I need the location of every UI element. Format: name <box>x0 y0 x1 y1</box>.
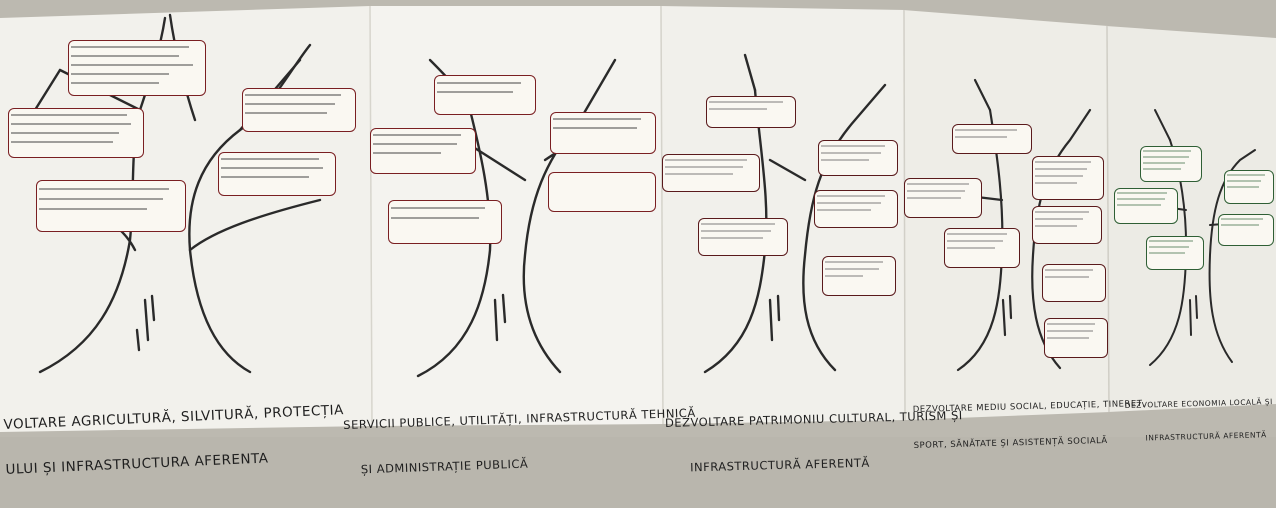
card-tree3-d <box>814 190 898 228</box>
card-tree4-e <box>944 228 1020 268</box>
poster-title-public-services-line2: ȘI ADMINISTRAȚIE PUBLICĂ <box>360 456 529 477</box>
card-tree4-a <box>952 124 1032 154</box>
card-tree4-g <box>1044 318 1108 358</box>
poster-title-social: DEZVOLTARE MEDIU SOCIAL, EDUCAȚIE, TINER… <box>912 374 1147 476</box>
card-tree4-c <box>1032 156 1104 200</box>
photo-scene: VOLTARE AGRICULTURĂ, SILVITURĂ, PROTECȚI… <box>0 5 1276 478</box>
card-tree1-e <box>36 180 186 232</box>
poster-title-economy: DEZVOLTARE ECONOMIA LOCALĂ ȘI INFRASTRUC… <box>1124 374 1274 466</box>
card-tree3-a <box>706 96 796 128</box>
card-tree1-b <box>8 108 144 158</box>
card-tree4-d <box>1032 206 1102 244</box>
card-tree3-b <box>662 154 760 192</box>
card-tree2-d <box>548 172 656 212</box>
poster-title-agriculture: VOLTARE AGRICULTURĂ, SILVITURĂ, PROTECȚI… <box>2 373 347 508</box>
poster-title-public-services-line1: SERVICII PUBLICE, UTILITĂȚI, INFRASTRUCT… <box>343 405 696 432</box>
card-tree1-a <box>68 40 206 96</box>
poster-title-agriculture-line2: ULUI ȘI INFRASTRUCTURA AFERENTA <box>5 450 269 478</box>
paper-sheet-5 <box>1106 26 1276 412</box>
card-tree3-f <box>822 256 896 296</box>
poster-title-social-line1: DEZVOLTARE MEDIU SOCIAL, EDUCAȚIE, TINER… <box>912 398 1146 415</box>
poster-title-economy-line1: DEZVOLTARE ECONOMIA LOCALĂ ȘI <box>1124 397 1273 410</box>
card-tree1-c <box>242 88 356 132</box>
card-tree1-d <box>218 152 336 196</box>
paper-sheet-4 <box>903 10 1110 420</box>
card-tree2-c <box>550 112 656 154</box>
card-tree4-f <box>1042 264 1106 302</box>
card-tree5-c <box>1224 170 1274 204</box>
card-tree2-e <box>388 200 502 244</box>
card-tree3-e <box>698 218 788 256</box>
card-tree5-a <box>1140 146 1202 182</box>
card-tree5-d <box>1218 214 1274 246</box>
poster-title-public-services: SERVICII PUBLICE, UTILITĂȚI, INFRASTRUCT… <box>342 376 699 508</box>
card-tree2-a <box>434 75 536 115</box>
card-tree2-b <box>370 128 476 174</box>
card-tree5-b <box>1114 188 1178 224</box>
card-tree4-b <box>904 178 982 218</box>
card-tree5-e <box>1146 236 1204 270</box>
card-tree3-c <box>818 140 898 176</box>
poster-title-agriculture-line1: VOLTARE AGRICULTURĂ, SILVITURĂ, PROTECȚI… <box>3 402 345 433</box>
